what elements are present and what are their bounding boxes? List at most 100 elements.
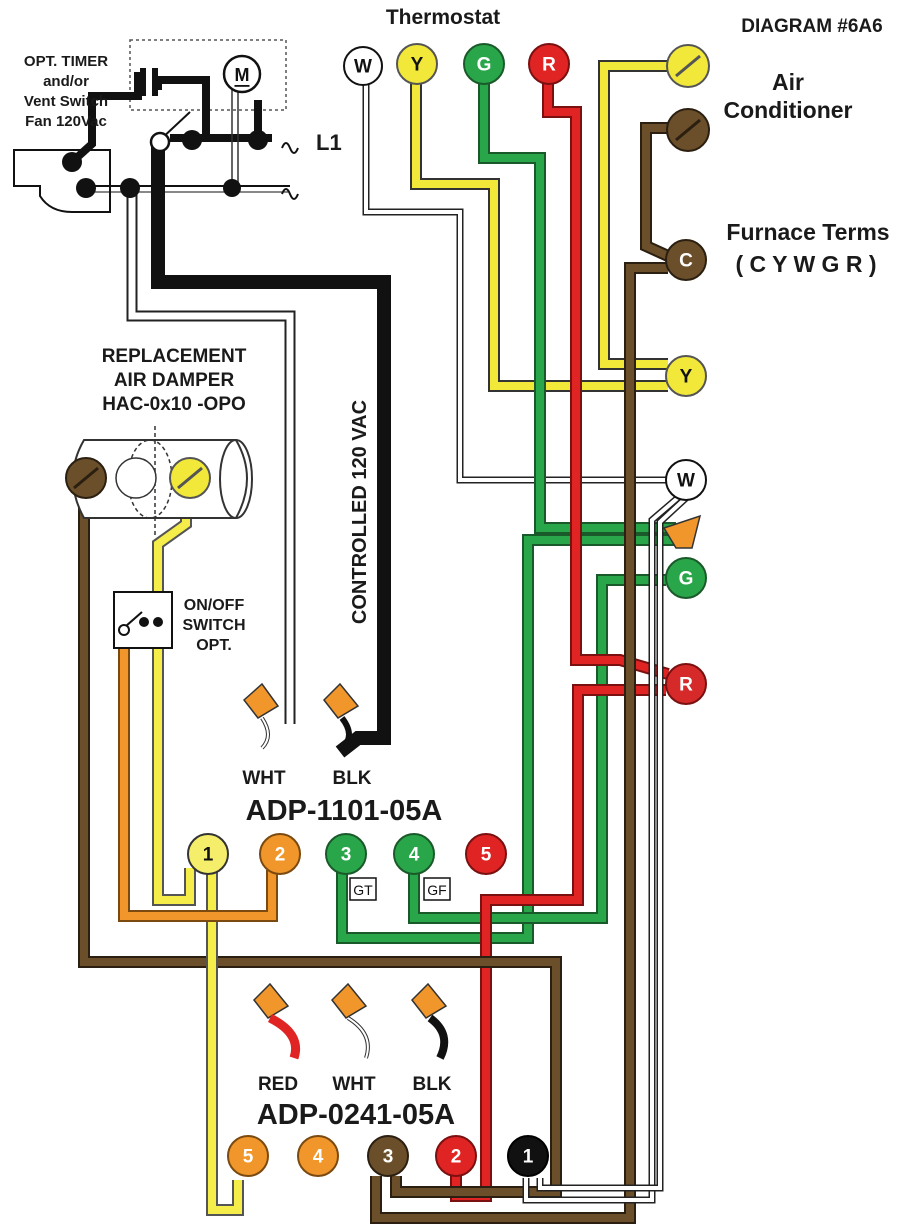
- l1-label: L1: [316, 130, 342, 155]
- adp1101-terminal-4-label: 4: [409, 845, 420, 866]
- gt-tag-label: GT: [353, 882, 373, 898]
- wire-nut-orange-icon: [662, 514, 702, 549]
- adp1101-wire-label-blk: BLK: [332, 768, 371, 789]
- wire-white-furnace-to-box-t1: [522, 493, 689, 1204]
- gt-tag: [349, 877, 377, 901]
- adp1101-name: ADP-1101-05A: [246, 795, 443, 827]
- furnace-terminal-y-label: Y: [680, 367, 693, 388]
- wire-nut-orange-icon: [331, 982, 368, 1019]
- thermostat-terminal-r: [528, 43, 570, 85]
- wire-orange-switch-t2: [118, 630, 278, 922]
- motor-label: M: [235, 65, 250, 85]
- adp0241-wire-label-red: RED: [258, 1074, 298, 1095]
- gf-tag: [423, 877, 451, 901]
- gf-tag-label: GF: [427, 882, 446, 898]
- adp0241-wire-nuts: RED WHT BLK: [253, 982, 452, 1095]
- adp0241-terminal-4-label: 4: [313, 1147, 324, 1168]
- adp0241-terminal-3: [367, 1135, 409, 1177]
- fan-housing: [13, 149, 111, 213]
- adp0241-terminal-4: [297, 1135, 339, 1177]
- timer-label-line2: and/or: [43, 73, 89, 90]
- junction-dot: [120, 178, 140, 198]
- furnace-terminal-y: [665, 355, 707, 397]
- furnace-label-line2: ( C Y W G R ): [736, 251, 877, 277]
- thermostat-terminal-y: [396, 43, 438, 85]
- wire-white-thermostat-to-furnace: [362, 82, 666, 484]
- timer-label-line1: OPT. TIMER: [24, 53, 108, 70]
- damper-label-line2: AIR DAMPER: [114, 370, 235, 391]
- furnace-terminals: C Y W G R: [662, 239, 707, 705]
- wires: [78, 60, 689, 1224]
- wire-white-fan-to-wht: [126, 186, 296, 724]
- furnace-terminal-c: [665, 239, 707, 281]
- timer-fan-area: M L1 OPT. TIMER and/or Vent Switch Fan 1…: [13, 39, 342, 213]
- adp0241-wire-label-blk: BLK: [412, 1074, 451, 1095]
- furnace-terminal-c-label: C: [679, 251, 693, 272]
- thermostat-terminals: W Y G R: [343, 43, 570, 86]
- thermostat-terminal-y-label: Y: [411, 55, 424, 76]
- diagram-title: DIAGRAM #6A6: [741, 16, 882, 37]
- thermostat-label: Thermostat: [386, 6, 500, 29]
- adp1101-terminals: 1 2 3 4 5 GT GF: [187, 833, 507, 901]
- adp0241-terminal-1: [507, 1135, 549, 1177]
- wire-brown-furnace-c-to-t3: [370, 262, 668, 1224]
- furnace-terminal-g: [665, 557, 707, 599]
- wire-green-thermostat: [478, 80, 676, 534]
- junction-dot: [62, 152, 82, 172]
- adp1101-terminal-3-label: 3: [341, 845, 352, 866]
- adp0241-terminal-5: [227, 1135, 269, 1177]
- furnace-label-line1: Furnace Terms: [726, 219, 889, 245]
- thermostat-terminal-w-label: W: [354, 57, 372, 78]
- adp1101-terminal-3: [325, 833, 367, 875]
- furnace-terminal-w: [665, 459, 707, 501]
- thermostat-terminal-r-label: R: [542, 55, 556, 76]
- adp1101-terminal-4: [393, 833, 435, 875]
- adp0241-terminal-2-label: 2: [451, 1147, 462, 1168]
- furnace-terminal-g-label: G: [679, 569, 694, 590]
- damper-area: REPLACEMENT AIR DAMPER HAC-0x10 -OPO: [65, 346, 253, 536]
- thermostat-terminal-w: [343, 46, 383, 86]
- junction-dot: [76, 178, 96, 198]
- furnace-terminal-r-label: R: [679, 675, 693, 696]
- thermostat-terminal-g-label: G: [477, 55, 492, 76]
- motor-symbol: [222, 54, 262, 94]
- wire-brown-ac-to-furnace: [640, 122, 682, 262]
- furnace-terminal-w-label: W: [677, 471, 695, 492]
- switch-label-line1: ON/OFF: [184, 597, 245, 614]
- adp1101-terminal-5-label: 5: [481, 845, 492, 866]
- adp0241-terminal-2: [435, 1135, 477, 1177]
- furnace-terminal-r: [665, 663, 707, 705]
- adp1101-terminal-2-label: 2: [275, 845, 286, 866]
- adp0241-name: ADP-0241-05A: [257, 1099, 455, 1131]
- air-conditioner-terminals: [666, 44, 710, 152]
- timer-label-line3: Vent Switch: [24, 93, 108, 110]
- adp0241-terminal-1-label: 1: [523, 1147, 534, 1168]
- timer-dashed-box: [129, 39, 287, 111]
- on-off-switch: ON/OFF SWITCH OPT.: [113, 591, 246, 654]
- air-conditioner-label-line1: Air: [772, 69, 804, 95]
- adp1101-wire-nuts: WHT BLK: [242, 682, 372, 789]
- adp0241-terminal-5-label: 5: [243, 1147, 254, 1168]
- adp1101-wire-label-wht: WHT: [242, 768, 286, 789]
- adp1101-terminal-1-label: 1: [203, 845, 214, 866]
- adp0241-terminals: 5 4 3 2 1: [227, 1135, 549, 1177]
- junction-dot: [248, 130, 268, 150]
- adp1101-terminal-2: [259, 833, 301, 875]
- wire-black-controlled: [151, 140, 391, 758]
- thermostat-terminal-g: [463, 43, 505, 85]
- junction-dot: [223, 179, 241, 197]
- switch-label-line3: OPT.: [196, 637, 232, 654]
- damper-label-line3: HAC-0x10 -OPO: [102, 394, 246, 415]
- wire-nut-orange-icon: [323, 682, 360, 719]
- adp1101-terminal-1: [187, 833, 229, 875]
- wire-nut-orange-icon: [242, 682, 280, 719]
- adp0241-terminal-3-label: 3: [383, 1147, 394, 1168]
- adp0241-wire-label-wht: WHT: [332, 1074, 376, 1095]
- timer-label-line4: Fan 120Vac: [25, 113, 107, 130]
- wire-brown-damper-to-box: [78, 500, 562, 1198]
- wire-green-furnace-to-t4: [408, 574, 666, 924]
- wire-yellow-thermostat-to-furnace: [410, 80, 668, 392]
- switch-label-line2: SWITCH: [182, 617, 245, 634]
- wire-nut-orange-icon: [411, 982, 448, 1019]
